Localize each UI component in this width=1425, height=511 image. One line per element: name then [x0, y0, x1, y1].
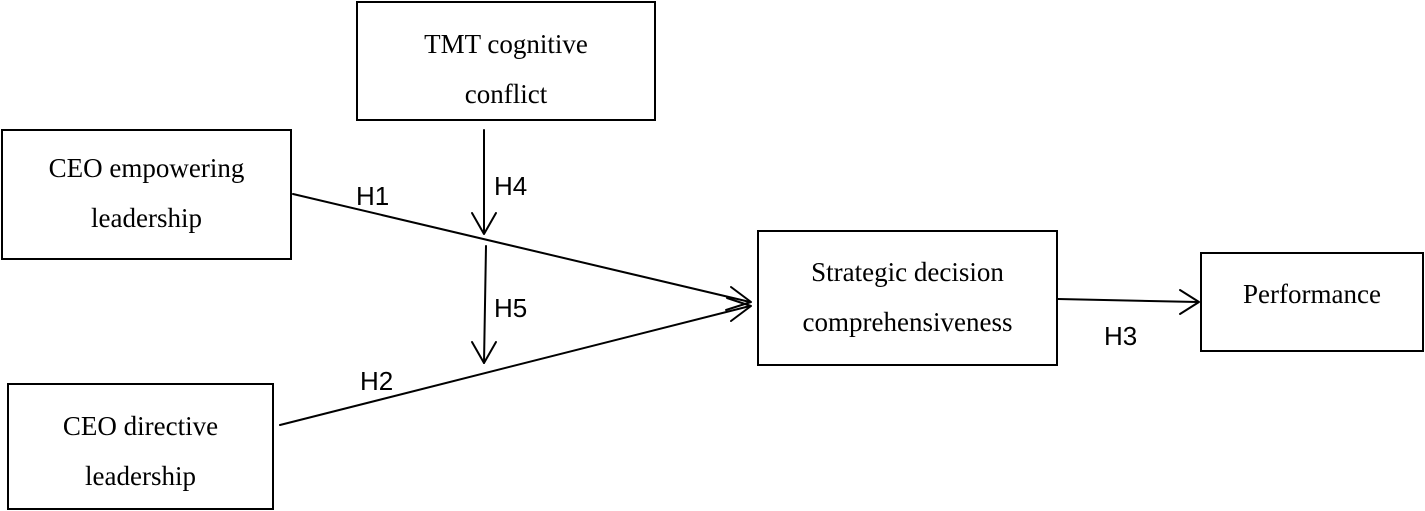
tmt-line-2: conflict [464, 79, 548, 109]
h3-label: H3 [1104, 321, 1138, 351]
performance-label: Performance [1243, 269, 1381, 319]
ceo-empowering-leadership-label: CEO empowering leadership [49, 143, 245, 243]
tmt-line-1: TMT cognitive [424, 29, 588, 59]
h4-arrow-head [471, 212, 497, 235]
h5-arrow-line [483, 245, 487, 364]
directive-line-1: CEO directive [62, 410, 219, 441]
h2-label: H2 [360, 366, 394, 396]
strategic-line-2: comprehensiveness [802, 307, 1013, 337]
empowering-line-1: CEO empowering [48, 152, 245, 183]
h5-label: H5 [494, 293, 528, 323]
ceo-directive-leadership-box: CEO directive leadership [7, 383, 274, 510]
strategic-line-1: Strategic decision [811, 257, 1004, 287]
h2-arrow-head [726, 297, 752, 322]
h3-arrow-head [1179, 289, 1200, 315]
h5-arrow-head [471, 341, 497, 364]
ceo-directive-leadership-label: CEO directive leadership [63, 401, 218, 501]
h4-label: H4 [494, 171, 528, 201]
performance-line-1: Performance [1243, 279, 1381, 309]
directive-line-2: leadership [85, 460, 196, 491]
h2-arrow-line [279, 305, 751, 426]
h1-label: H1 [356, 181, 390, 211]
strategic-decision-comprehensiveness-label: Strategic decision comprehensiveness [803, 247, 1013, 347]
tmt-cognitive-conflict-label: TMT cognitive conflict [424, 19, 588, 119]
h1-arrow-line [292, 193, 751, 303]
strategic-decision-comprehensiveness-box: Strategic decision comprehensiveness [757, 230, 1058, 366]
tmt-cognitive-conflict-box: TMT cognitive conflict [356, 1, 656, 121]
performance-box: Performance [1200, 252, 1424, 352]
ceo-empowering-leadership-box: CEO empowering leadership [1, 129, 292, 260]
h3-arrow-line [1057, 298, 1199, 303]
empowering-line-2: leadership [91, 202, 202, 233]
h1-arrow-head [725, 286, 752, 311]
